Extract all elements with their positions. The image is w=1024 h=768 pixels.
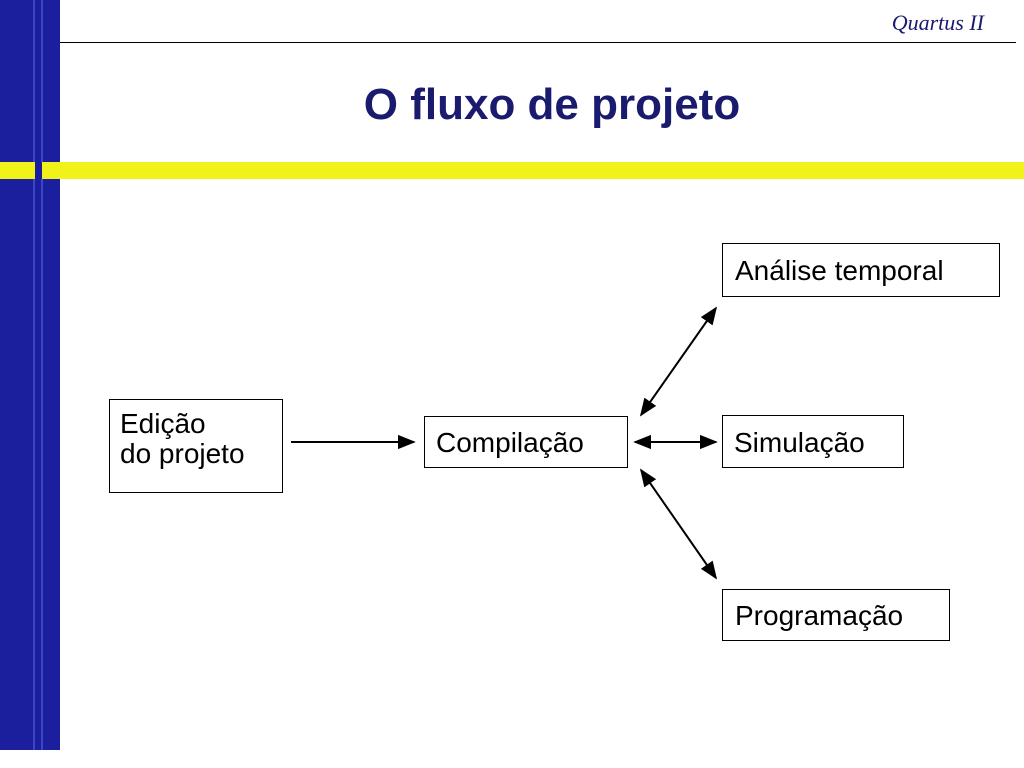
node-label-line: do projeto <box>120 438 245 469</box>
node-label: Programação <box>735 600 904 631</box>
arrow-compilacao-analise <box>639 306 718 417</box>
node-label-line: Edição <box>120 408 206 439</box>
node-compilacao: Compilação <box>424 416 628 468</box>
node-edicao-do-projeto: Edição do projeto <box>109 399 283 493</box>
node-simulacao: Simulação <box>722 415 904 468</box>
node-label: Análise temporal <box>735 255 944 286</box>
bar-band-crossing <box>35 162 42 179</box>
band-stripe <box>33 0 35 750</box>
node-programacao: Programação <box>722 589 950 641</box>
page-title: O fluxo de projeto <box>363 80 741 129</box>
node-analise-temporal: Análise temporal <box>722 243 1000 297</box>
title-underline-bar <box>0 162 1024 179</box>
left-decorative-band <box>0 0 60 750</box>
arrow-compilacao-programacao <box>639 468 718 580</box>
node-label: Compilação <box>436 427 584 458</box>
header-rule <box>60 42 1016 43</box>
header-label: Quartus II <box>891 10 984 35</box>
band-stripe <box>41 0 43 750</box>
node-label: Simulação <box>734 427 865 458</box>
